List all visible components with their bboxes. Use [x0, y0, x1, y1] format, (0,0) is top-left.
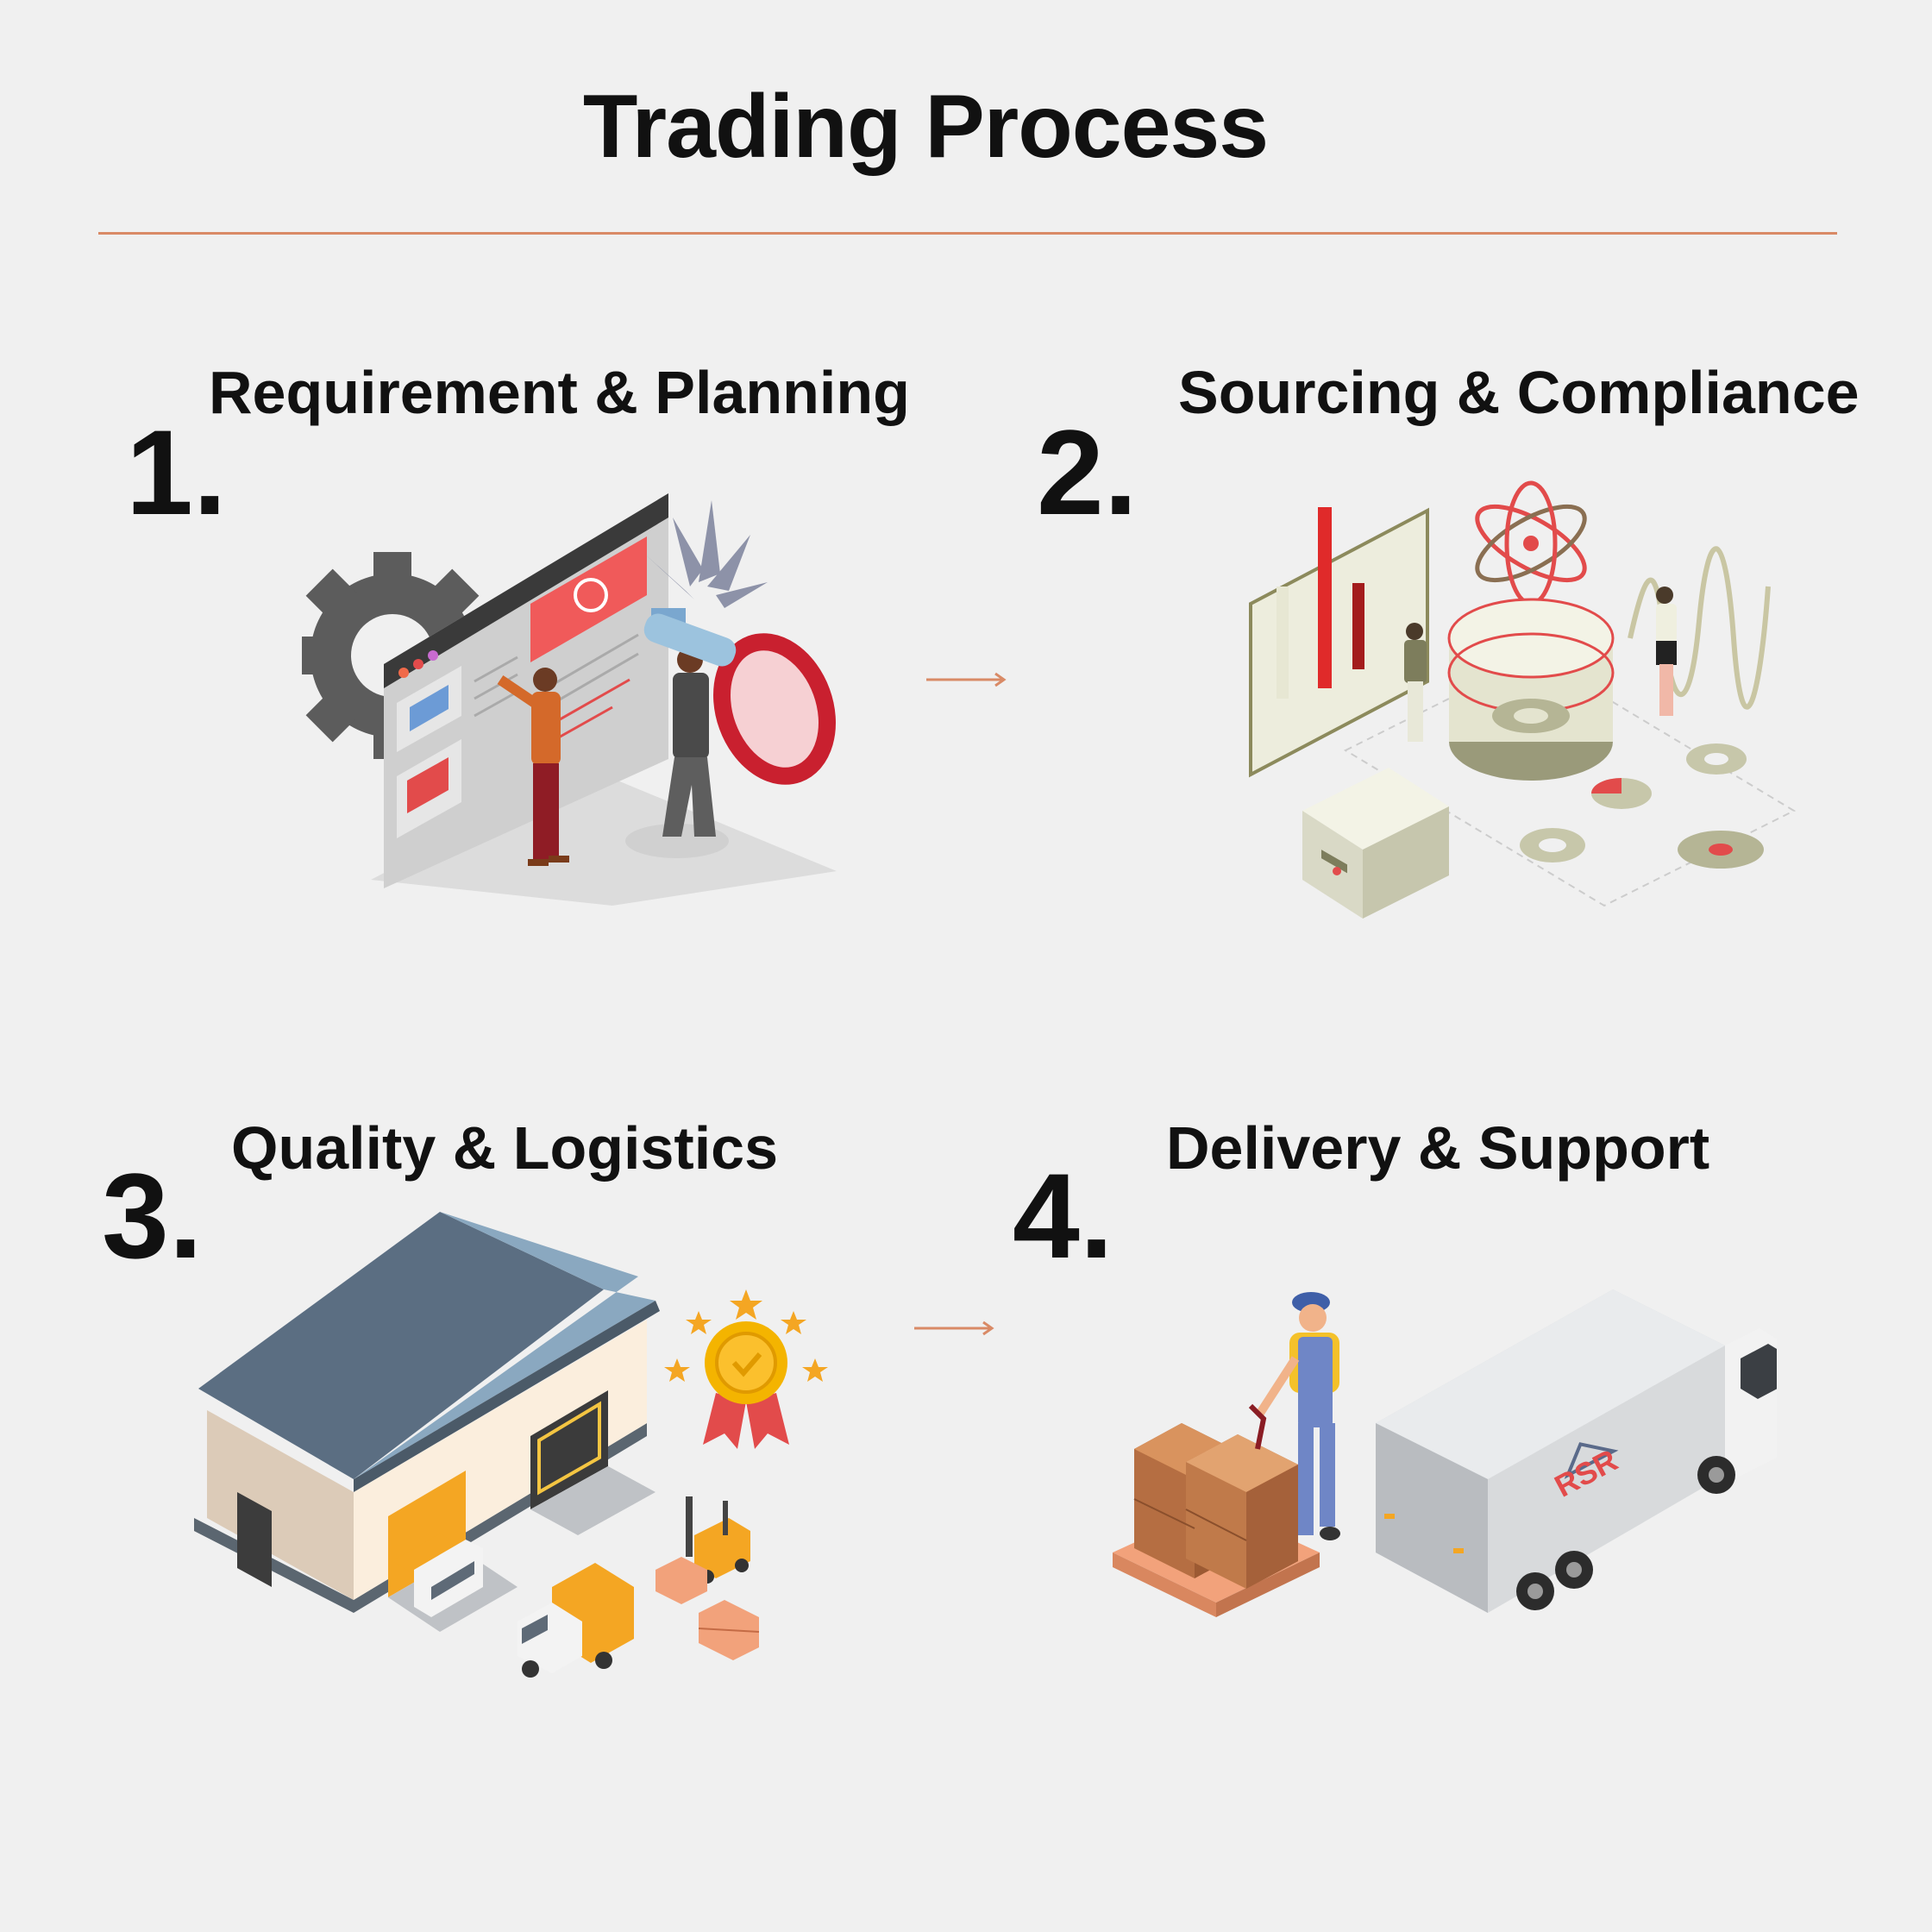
- warehouse-illustration: [194, 1212, 828, 1678]
- step-3-title: Quality & Logistics: [231, 1114, 778, 1182]
- step-2-title: Sourcing & Compliance: [1178, 359, 1860, 426]
- arrow-icon: [926, 672, 1007, 687]
- page-title: Trading Process: [582, 77, 1269, 177]
- step-3-number: 3.: [102, 1148, 203, 1283]
- cardboard-boxes-icon: [1133, 1423, 1298, 1589]
- quality-badge-icon: [703, 1321, 789, 1449]
- delivery-illustration: RSR: [1113, 1289, 1777, 1617]
- truck-icon: [392, 1534, 483, 1617]
- step-4-title: Delivery & Support: [1166, 1114, 1710, 1182]
- loading-bay-right: [530, 1390, 608, 1509]
- plant-icon: [643, 500, 768, 608]
- step-2-number: 2.: [1037, 405, 1138, 540]
- delivery-truck-icon: RSR: [1376, 1289, 1777, 1613]
- server-icon: [1302, 768, 1449, 919]
- star-icons: [664, 1289, 828, 1382]
- warehouse-side-wall: [207, 1410, 354, 1600]
- hub-icon: [1447, 598, 1615, 781]
- step-1-title: Requirement & Planning: [209, 359, 910, 426]
- person-analyst-left: [1404, 623, 1427, 742]
- wave-icon: [1628, 546, 1771, 710]
- title-divider: [98, 232, 1837, 235]
- door-icon: [237, 1492, 272, 1587]
- boxes-icon: [656, 1557, 760, 1660]
- warehouse-roof: [198, 1212, 604, 1479]
- browser-window-icon: [384, 493, 668, 888]
- floor-shadow: [371, 768, 837, 906]
- person-observer: [625, 608, 729, 858]
- truck-window: [1741, 1344, 1777, 1399]
- forklift-icon: [686, 1496, 750, 1584]
- atom-icon: [1475, 480, 1587, 606]
- magnifier-icon: [643, 613, 836, 785]
- step-4-number: 4.: [1013, 1148, 1113, 1283]
- person-analyst: [497, 668, 569, 866]
- truck-icon-2: [518, 1563, 634, 1678]
- person-analyst-right: [1656, 586, 1677, 716]
- planning-illustration: [302, 493, 837, 906]
- worker-icon: [1248, 1292, 1340, 1540]
- arrow-icon-2: [914, 1320, 994, 1336]
- sourcing-illustration: [1249, 480, 1797, 919]
- step-1-number: 1.: [126, 405, 227, 540]
- donut-chart-icon: [1520, 743, 1747, 862]
- chart-panel-icon: [1249, 507, 1429, 778]
- gear-icon: [1678, 831, 1764, 869]
